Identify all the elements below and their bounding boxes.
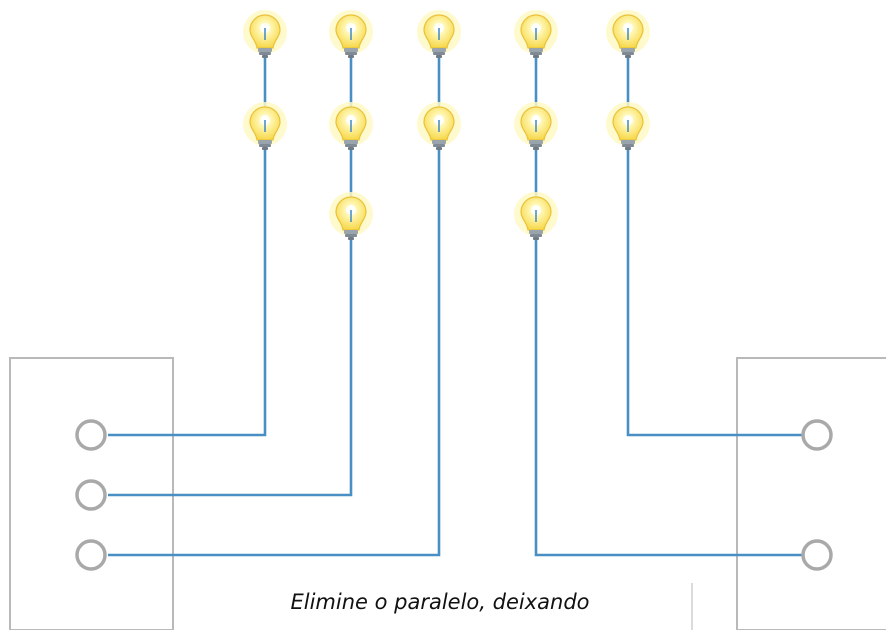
bulbs (243, 10, 650, 240)
light-bulb-icon (243, 102, 287, 150)
terminal-icon (75, 539, 107, 571)
light-bulb-icon (514, 102, 558, 150)
wire-5 (626, 146, 805, 437)
light-bulb-icon (329, 192, 373, 240)
terminals (75, 419, 833, 571)
light-bulb-icon (329, 10, 373, 58)
light-bulb-icon (514, 10, 558, 58)
right-switch-box (736, 357, 886, 630)
light-bulb-icon (606, 102, 650, 150)
light-bulb-icon (606, 10, 650, 58)
light-bulb-icon (417, 102, 461, 150)
light-bulb-icon (243, 10, 287, 58)
light-bulb-icon (417, 10, 461, 58)
terminal-icon (75, 419, 107, 451)
wire-4 (534, 236, 805, 557)
wire-1 (108, 146, 267, 437)
wires (108, 56, 805, 557)
caption-text: Elimine o paralelo, deixando (290, 590, 590, 614)
light-bulb-icon (514, 192, 558, 240)
light-bulb-icon (329, 102, 373, 150)
terminal-icon (801, 419, 833, 451)
terminal-icon (75, 479, 107, 511)
terminal-icon (801, 539, 833, 571)
wire-3 (108, 146, 441, 557)
wire-2 (108, 236, 353, 497)
